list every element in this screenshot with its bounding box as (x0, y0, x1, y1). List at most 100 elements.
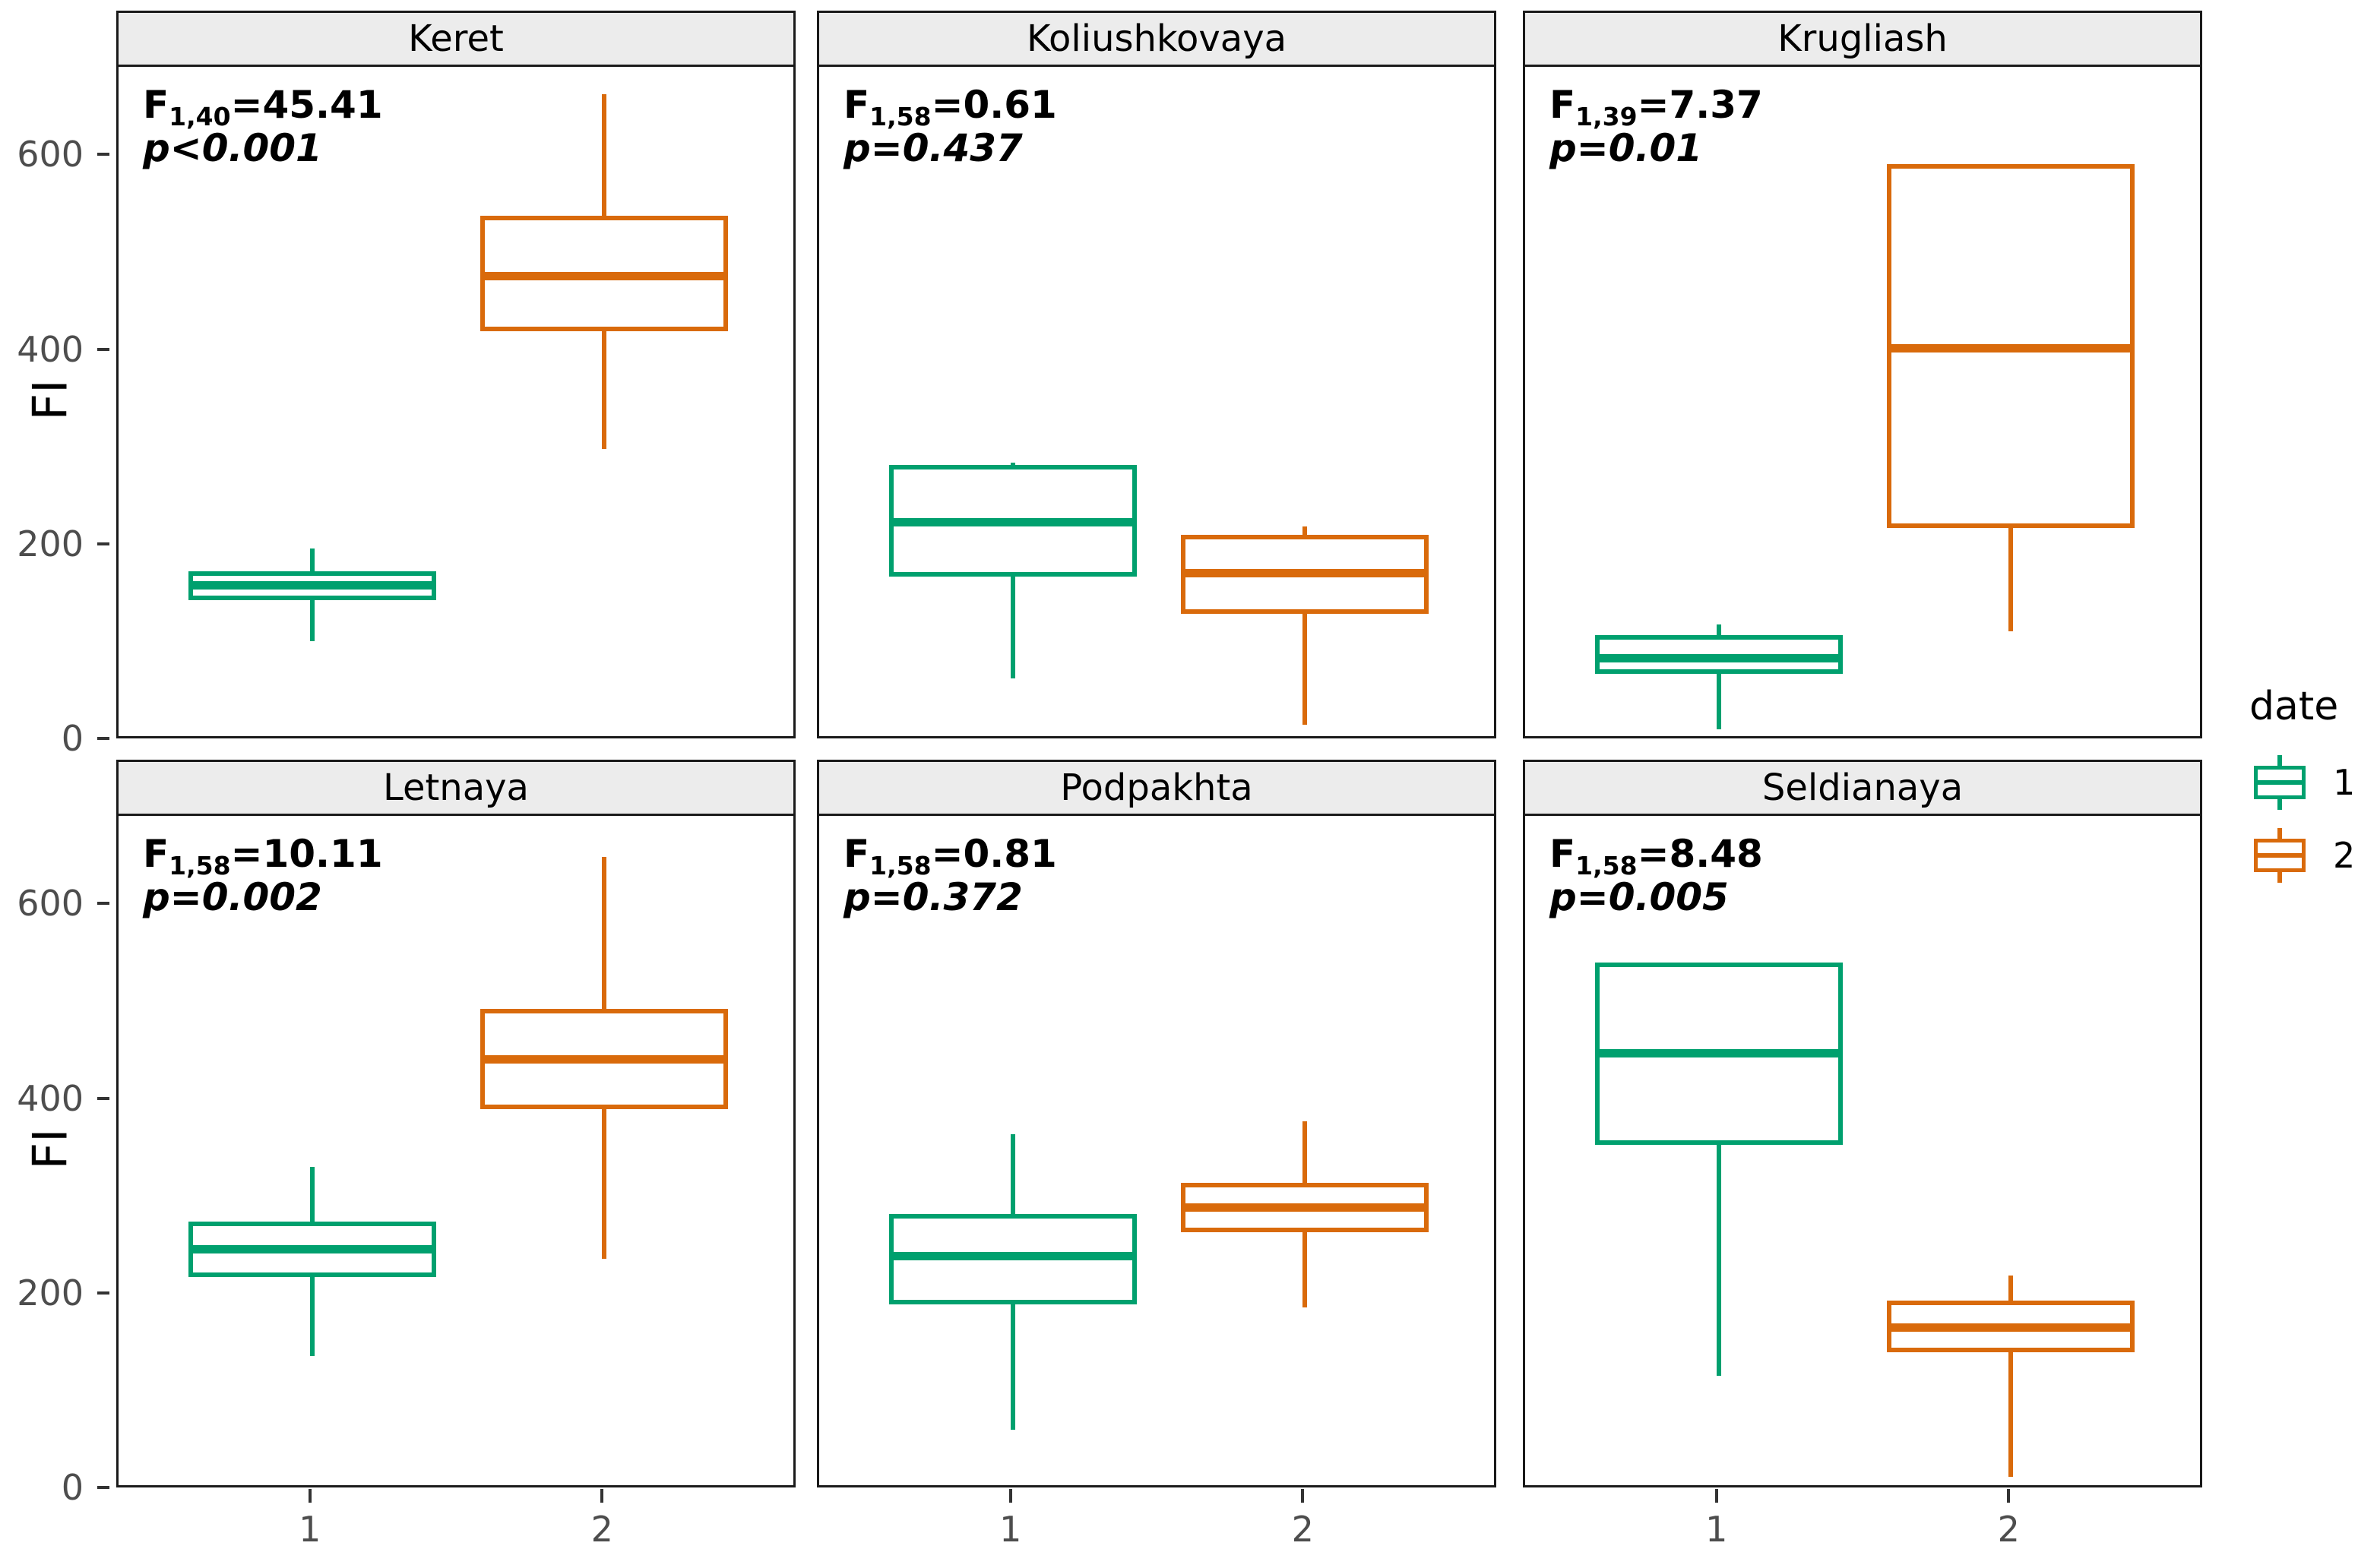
p-value: p=0.01 (1549, 126, 1703, 170)
median-line (1181, 568, 1429, 577)
x-axis-tick-mark (308, 1489, 312, 1503)
x-axis-tick-label: 1 (1705, 1509, 1728, 1550)
boxplot-group-2 (119, 67, 793, 736)
y-axis-tick-mark (97, 737, 109, 740)
p-value: p=0.002 (143, 875, 322, 919)
median-line (1181, 1203, 1429, 1212)
facet-strip-label: Keret (116, 11, 796, 67)
legend-key-2[interactable] (2251, 827, 2309, 884)
y-axis-tick-label: 0 (61, 718, 84, 759)
lower-whisker (309, 1277, 315, 1357)
median-line (1887, 343, 2135, 352)
x-axis-tick-mark (1008, 1489, 1012, 1503)
lower-whisker (1716, 674, 1721, 730)
y-axis-title-text: FI (22, 1128, 78, 1170)
upper-whisker (309, 548, 315, 571)
y-axis-tick-label: 400 (17, 1077, 84, 1119)
y-axis-tick-mark (97, 1096, 109, 1100)
median-line (480, 1054, 729, 1064)
y-axis-tick-label: 400 (17, 328, 84, 370)
f-statistic: F1,40=45.41 (143, 83, 383, 131)
f-statistic: F1,39=7.37 (1549, 83, 1763, 131)
upper-whisker (2008, 1275, 2014, 1301)
median-line (888, 1251, 1137, 1260)
median-line (480, 271, 729, 280)
y-axis-tick-label: 200 (17, 523, 84, 564)
median-line (1887, 1323, 2135, 1332)
y-axis-tick-label: 600 (17, 883, 84, 925)
boxplot-group-2 (819, 67, 1494, 736)
y-axis-tick-mark (97, 1486, 109, 1489)
p-value: p<0.001 (143, 126, 322, 170)
lower-whisker (602, 1108, 607, 1259)
lower-whisker (309, 600, 315, 641)
lower-whisker (1010, 577, 1015, 678)
boxplot-group-1 (119, 67, 793, 736)
y-axis-tick-mark (97, 347, 109, 351)
boxplot-group-1 (819, 816, 1494, 1485)
legend-median-line (2254, 853, 2306, 858)
boxplot-group-2 (119, 816, 793, 1485)
boxplot-group-1 (119, 816, 793, 1485)
legend-whisker-lower (2277, 871, 2282, 883)
y-axis-tick-mark (97, 153, 109, 156)
legend-median-line (2254, 780, 2306, 785)
upper-whisker (1302, 1121, 1308, 1183)
boxplot-group-1 (1525, 67, 2200, 736)
lower-whisker (1010, 1304, 1015, 1430)
legend-whisker-upper (2277, 828, 2282, 840)
x-axis-tick-label: 2 (1997, 1509, 2020, 1550)
lower-whisker (1716, 1145, 1721, 1376)
legend-key-1[interactable] (2251, 754, 2309, 811)
facet-strip-label: Seldianaya (1523, 760, 2202, 816)
legend-label-2: 2 (2333, 835, 2356, 876)
upper-whisker (1716, 624, 1721, 636)
f-statistic: F1,58=0.61 (844, 83, 1057, 131)
lower-whisker (1302, 1232, 1308, 1307)
boxplot-group-2 (819, 816, 1494, 1485)
upper-whisker (1010, 463, 1015, 465)
y-axis-title-text: FI (22, 379, 78, 421)
lower-whisker (1302, 614, 1308, 726)
boxplot-group-1 (1525, 816, 2200, 1485)
x-axis-tick-mark (1301, 1489, 1305, 1503)
f-statistic: F1,58=0.81 (844, 832, 1057, 880)
p-value: p=0.437 (844, 126, 1023, 170)
facet-strip-label: Koliushkovaya (817, 11, 1496, 67)
f-statistic: F1,58=10.11 (143, 832, 383, 880)
median-line (1594, 654, 1843, 663)
legend-whisker-lower (2277, 798, 2282, 810)
lower-whisker (2008, 528, 2014, 632)
x-axis-tick-label: 2 (1291, 1509, 1314, 1550)
y-axis-tick-mark (97, 902, 109, 906)
p-value: p=0.005 (1549, 875, 1729, 919)
legend-title: date (2249, 684, 2339, 729)
y-axis-tick-label: 600 (17, 134, 84, 175)
median-line (888, 518, 1137, 527)
boxplot-group-1 (819, 67, 1494, 736)
legend-whisker-upper (2277, 755, 2282, 767)
y-axis-tick-mark (97, 542, 109, 545)
y-axis-tick-mark (97, 1291, 109, 1295)
upper-whisker (1302, 526, 1308, 536)
median-line (1594, 1049, 1843, 1058)
upper-whisker (602, 856, 607, 1009)
f-statistic: F1,58=8.48 (1549, 832, 1763, 880)
y-axis-tick-label: 200 (17, 1272, 84, 1314)
